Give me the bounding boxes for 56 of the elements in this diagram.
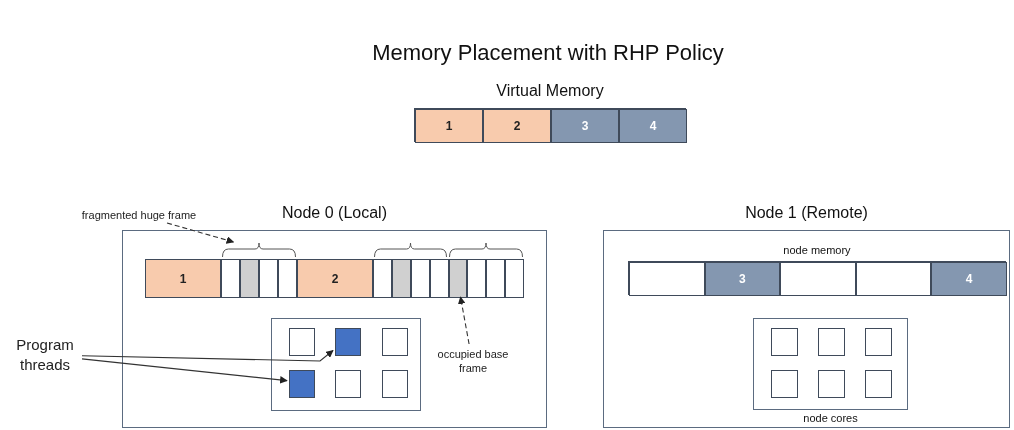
core-square	[818, 370, 845, 398]
memory-frame	[505, 259, 524, 298]
heading-text: Node 1 (Remote)	[745, 204, 868, 221]
memory-frame	[373, 259, 392, 298]
core-square	[289, 328, 315, 356]
core-square	[771, 328, 798, 356]
core-square	[289, 370, 315, 398]
memory-frame	[486, 259, 506, 298]
core-square	[818, 328, 845, 356]
curly-brace	[449, 243, 523, 257]
heading-text: node memory	[783, 244, 851, 256]
core-square	[771, 370, 798, 398]
frame-number: 3	[739, 271, 746, 288]
frame-number: 2	[331, 270, 339, 288]
core-square	[865, 370, 892, 398]
arrow	[81, 358, 288, 384]
heading-text: node cores	[803, 411, 858, 424]
memory-frame	[619, 109, 687, 143]
memory-frame	[297, 259, 373, 298]
curly-brace	[222, 243, 296, 257]
memory-frame	[551, 109, 619, 143]
callout-label: Program threads	[15, 335, 75, 375]
memory-frame	[931, 262, 1007, 296]
heading-text: Node 0 (Local)	[282, 204, 387, 221]
memory-frame	[221, 259, 240, 298]
arrow	[81, 349, 334, 362]
core-square	[865, 328, 892, 356]
memory-frame	[415, 109, 483, 143]
memory-frame	[240, 259, 259, 298]
frame-number: 4	[965, 271, 973, 288]
callout-label: occupied base frame	[436, 347, 510, 375]
heading-text: Virtual Memory	[496, 82, 604, 99]
memory-frame	[780, 262, 856, 296]
leader-line	[166, 222, 235, 244]
curly-brace	[374, 243, 447, 257]
memory-frame	[278, 259, 297, 298]
frame-number: 1	[445, 118, 453, 135]
core-square	[335, 370, 361, 398]
diagram-title: Memory Placement with RHP Policy	[372, 39, 724, 67]
callout-label: fragmented huge frame	[81, 207, 197, 223]
memory-frame	[483, 109, 551, 143]
memory-frame	[467, 259, 487, 298]
frame-number: 4	[649, 118, 657, 135]
core-square	[382, 328, 408, 356]
memory-frame	[704, 262, 781, 296]
frame-number: 1	[179, 270, 187, 288]
core-square	[335, 328, 361, 356]
memory-frame	[855, 262, 932, 296]
memory-frame	[629, 262, 705, 296]
frame-number: 3	[581, 118, 589, 135]
leader-line	[457, 296, 470, 345]
frame-number: 2	[513, 118, 521, 135]
core-square	[382, 370, 408, 398]
memory-frame	[259, 259, 278, 298]
cores-box	[271, 318, 421, 411]
memory-frame	[145, 259, 221, 298]
